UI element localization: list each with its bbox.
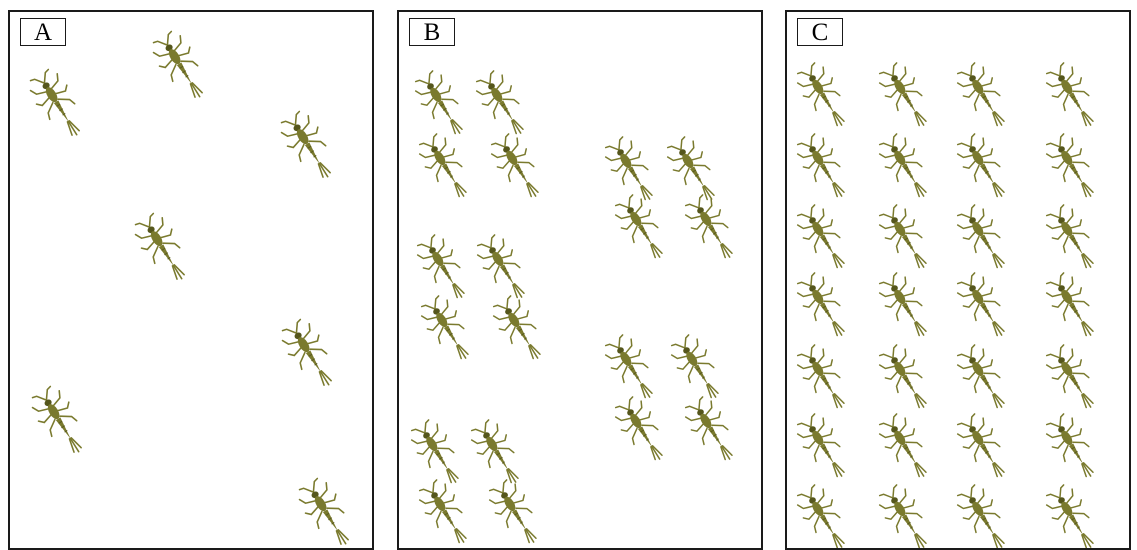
mayfly-nymph-icon: [1045, 484, 1094, 548]
mayfly-nymph-icon: [614, 396, 663, 461]
mayfly-nymph-icon: [956, 484, 1005, 548]
panel-c-insects: [796, 62, 1094, 548]
mayfly-nymph-icon: [878, 133, 927, 198]
mayfly-nymph-icon: [1045, 413, 1094, 478]
mayfly-nymph-icon: [418, 133, 467, 198]
panel-c: C: [785, 10, 1131, 550]
mayfly-nymph-icon: [878, 413, 927, 478]
mayfly-nymph-icon: [152, 30, 203, 98]
panel-a-insects: [29, 30, 349, 545]
mayfly-nymph-icon: [416, 234, 465, 299]
mayfly-nymph-icon: [29, 68, 80, 136]
mayfly-nymph-icon: [488, 479, 537, 544]
mayfly-nymph-icon: [878, 62, 927, 127]
mayfly-nymph-icon: [684, 396, 733, 461]
mayfly-nymph-icon: [298, 477, 349, 545]
mayfly-nymph-icon: [280, 110, 331, 178]
mayfly-nymph-icon: [684, 194, 733, 259]
mayfly-nymph-icon: [604, 136, 653, 201]
mayfly-nymph-icon: [956, 62, 1005, 127]
mayfly-nymph-icon: [492, 295, 541, 360]
mayfly-nymph-icon: [956, 204, 1005, 269]
mayfly-nymph-icon: [614, 194, 663, 259]
mayfly-nymph-icon: [878, 344, 927, 409]
mayfly-nymph-icon: [134, 212, 185, 280]
mayfly-nymph-icon: [796, 413, 845, 478]
mayfly-nymph-icon: [1045, 344, 1094, 409]
mayfly-nymph-icon: [666, 136, 715, 201]
panel-b-insects: [410, 70, 733, 544]
mayfly-nymph-icon: [476, 234, 525, 299]
mayfly-nymph-icon: [796, 484, 845, 548]
mayfly-nymph-icon: [410, 419, 459, 484]
panel-c-label: C: [797, 18, 843, 46]
mayfly-nymph-icon: [418, 479, 467, 544]
mayfly-nymph-icon: [414, 70, 463, 135]
mayfly-nymph-icon: [1045, 272, 1094, 337]
mayfly-nymph-icon: [604, 334, 653, 399]
mayfly-nymph-icon: [31, 385, 82, 453]
mayfly-nymph-icon: [1045, 62, 1094, 127]
mayfly-nymph-icon: [878, 204, 927, 269]
panel-b: B: [397, 10, 763, 550]
mayfly-nymph-icon: [670, 334, 719, 399]
mayfly-nymph-icon: [956, 344, 1005, 409]
mayfly-nymph-icon: [796, 62, 845, 127]
mayfly-nymph-icon: [281, 318, 332, 386]
mayfly-nymph-icon: [490, 133, 539, 198]
mayfly-nymph-icon: [420, 295, 469, 360]
panel-a: A: [8, 10, 374, 550]
mayfly-nymph-icon: [796, 204, 845, 269]
mayfly-nymph-icon: [878, 484, 927, 548]
mayfly-nymph-icon: [956, 413, 1005, 478]
mayfly-nymph-icon: [1045, 133, 1094, 198]
mayfly-nymph-icon: [796, 272, 845, 337]
mayfly-nymph-icon: [956, 272, 1005, 337]
mayfly-nymph-icon: [878, 272, 927, 337]
mayfly-nymph-icon: [470, 419, 519, 484]
mayfly-nymph-icon: [796, 133, 845, 198]
mayfly-nymph-icon: [796, 344, 845, 409]
mayfly-nymph-icon: [1045, 204, 1094, 269]
panel-a-label: A: [20, 18, 66, 46]
mayfly-nymph-icon: [956, 133, 1005, 198]
panel-b-label: B: [409, 18, 455, 46]
mayfly-nymph-icon: [475, 70, 524, 135]
